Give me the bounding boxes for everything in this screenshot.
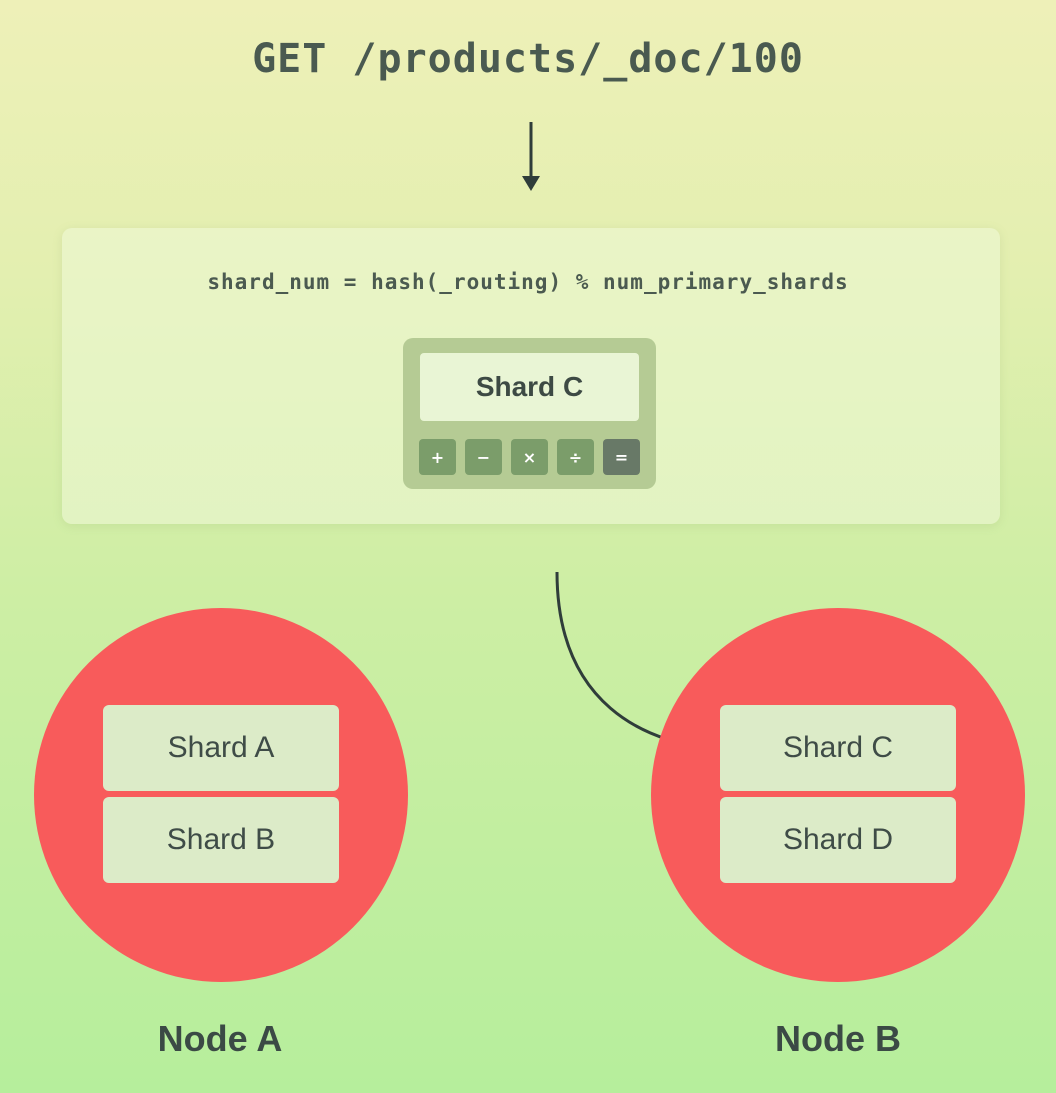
shard-a-box: Shard A — [103, 705, 339, 791]
equals-key: = — [603, 439, 640, 475]
down-arrow — [522, 122, 540, 191]
minus-key: − — [465, 439, 502, 475]
shard-b-box: Shard B — [103, 797, 339, 883]
shard-c-box: Shard C — [720, 705, 956, 791]
node-a-circle — [34, 608, 408, 982]
node-a-label: Node A — [157, 1018, 283, 1059]
request-line: GET /products/_doc/100 — [252, 36, 804, 82]
plus-key: + — [419, 439, 456, 475]
calculator: Shard C + − × ÷ = — [403, 338, 656, 489]
calculator-display: Shard C — [420, 353, 639, 421]
shard-d-box: Shard D — [720, 797, 956, 883]
divide-key: ÷ — [557, 439, 594, 475]
node-b-label: Node B — [775, 1018, 901, 1059]
shard-formula: shard_num = hash(_routing) % num_primary… — [207, 270, 849, 294]
node-b-circle — [651, 608, 1025, 982]
multiply-key: × — [511, 439, 548, 475]
